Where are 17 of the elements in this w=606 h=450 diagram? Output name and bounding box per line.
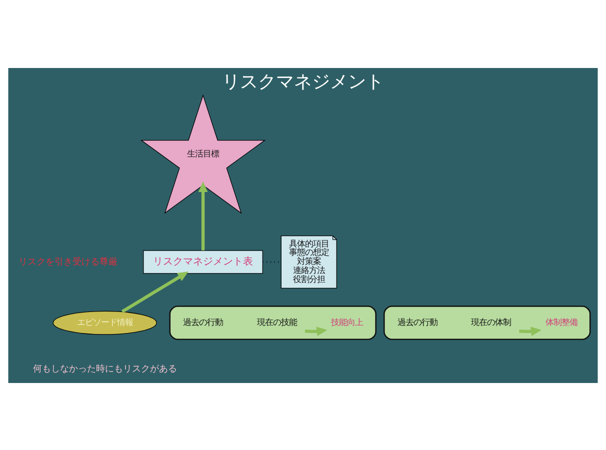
node-text: 体制整備	[545, 316, 578, 326]
cluster	[169, 305, 376, 340]
label: 何もしなかった時にもリスクがある	[32, 364, 177, 374]
label: リスクを引き受ける尊厳	[18, 256, 118, 267]
node-text: 現在の技能	[257, 316, 298, 326]
node-text: 過去の行動	[183, 316, 224, 326]
node-text: 現在の体制	[471, 316, 512, 326]
diagram-title: リスクマネジメント	[222, 70, 384, 92]
cluster	[384, 305, 591, 340]
arrow	[121, 270, 188, 313]
node-text: 過去の行動	[397, 316, 438, 326]
arrow	[304, 326, 328, 336]
node-text: 技能向上	[331, 316, 364, 326]
arrow	[198, 180, 208, 250]
arrow	[519, 326, 542, 336]
node-ellipse: エピソード情報	[52, 310, 157, 334]
node-box: リスクマネジメント表	[143, 250, 263, 274]
